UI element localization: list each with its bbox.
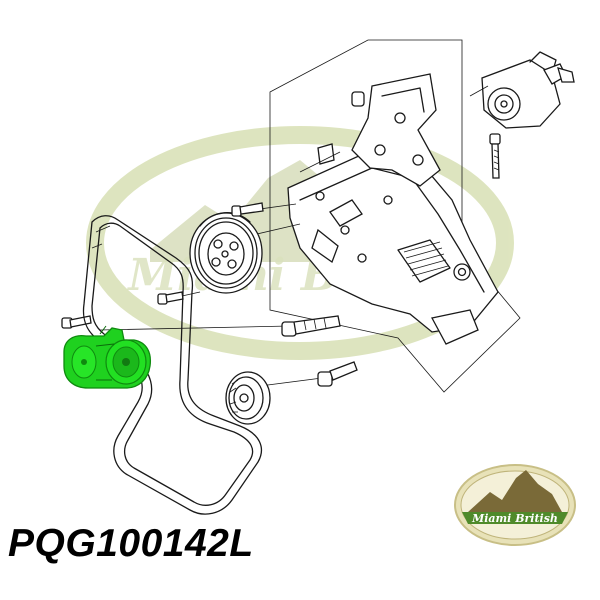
idler-pulley-icon: [225, 371, 271, 425]
power-steering-pump: [469, 51, 575, 129]
brand-logo-text: Miami British: [471, 512, 558, 525]
bolt-icon: [489, 133, 501, 179]
belt-tensioner-icon: [63, 325, 152, 389]
water-pump-pulley-icon: [189, 212, 263, 294]
mountain-icon: [468, 470, 562, 512]
bolt-icon: [317, 361, 358, 387]
bolt-icon: [231, 202, 264, 217]
mounting-bracket: [287, 149, 499, 345]
pump-bracket: [317, 73, 441, 187]
brand-logo: Miami British: [454, 464, 576, 546]
bolt-icon: [157, 291, 184, 305]
bolt-icon: [61, 315, 92, 329]
part-number-label: PQG100142L: [8, 522, 254, 565]
bolt-icon: [281, 315, 341, 337]
